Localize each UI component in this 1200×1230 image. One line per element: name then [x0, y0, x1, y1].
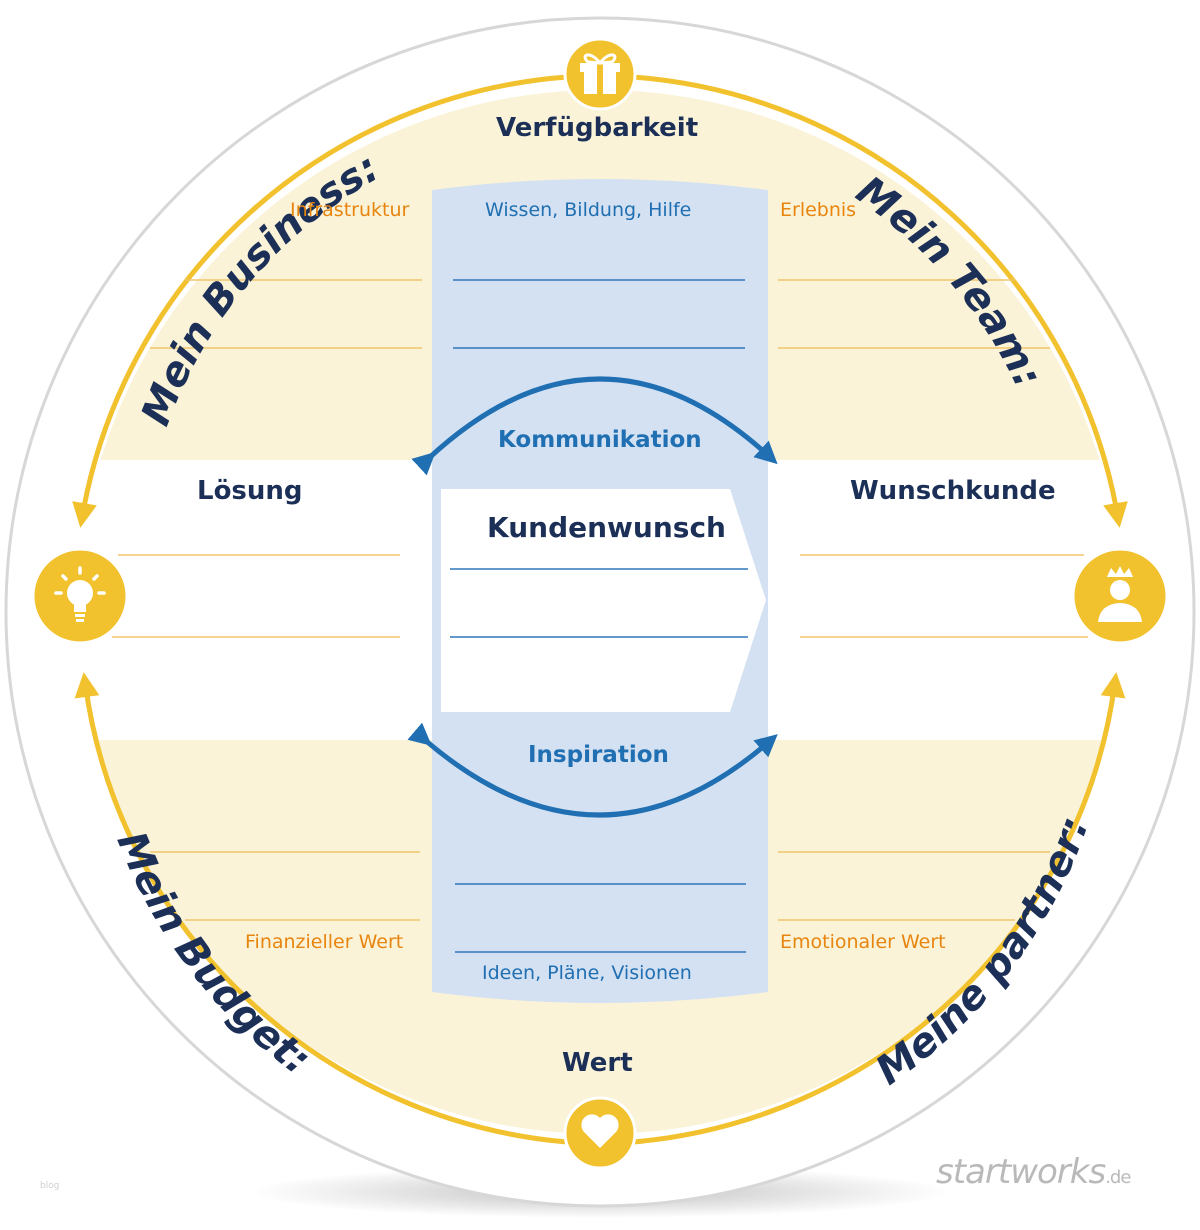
blue-lines: [450, 279, 748, 953]
lightbulb-icon: [31, 547, 129, 645]
section-title-loesung: Lösung: [197, 476, 303, 506]
field-label-ideen: Ideen, Pläne, Visionen: [482, 962, 692, 984]
arc-label-kommunikation: Kommunikation: [498, 427, 702, 453]
ring-arc-bottom-right: [632, 672, 1126, 1145]
ring-arc-top-left: [72, 74, 568, 528]
kommunikation-arrow: [411, 376, 778, 476]
field-label-infrastruktur: Infrastruktur: [290, 199, 410, 221]
watermark-brand: startworks: [936, 1152, 1106, 1192]
field-label-erlebnis: Erlebnis: [780, 199, 857, 221]
field-label-finanzieller-wert: Finanzieller Wert: [245, 931, 404, 953]
watermark-small: blog: [40, 1181, 60, 1191]
center-title-kundenwunsch: Kundenwunsch: [487, 511, 726, 544]
gift-icon: [563, 37, 637, 111]
field-label-wissen: Wissen, Bildung, Hilfe: [485, 199, 692, 221]
watermark-tld: .de: [1105, 1167, 1131, 1188]
arc-label-inspiration: Inspiration: [528, 742, 669, 768]
inspiration-arrow: [407, 722, 778, 818]
field-label-emotionaler-wert: Emotionaler Wert: [780, 931, 946, 953]
watermark-logo: startworks.de: [936, 1152, 1131, 1192]
king-icon: [1071, 547, 1169, 645]
ring-arc-top-right: [632, 74, 1128, 528]
section-title-verfuegbarkeit: Verfügbarkeit: [496, 113, 699, 143]
heart-icon: [563, 1096, 637, 1170]
kundenwunsch-box: [441, 489, 766, 712]
section-title-wunschkunde: Wunschkunde: [850, 476, 1056, 506]
orange-lines: [112, 279, 1088, 921]
ring-arc-bottom-left: [74, 672, 568, 1145]
section-title-wert: Wert: [562, 1048, 633, 1078]
